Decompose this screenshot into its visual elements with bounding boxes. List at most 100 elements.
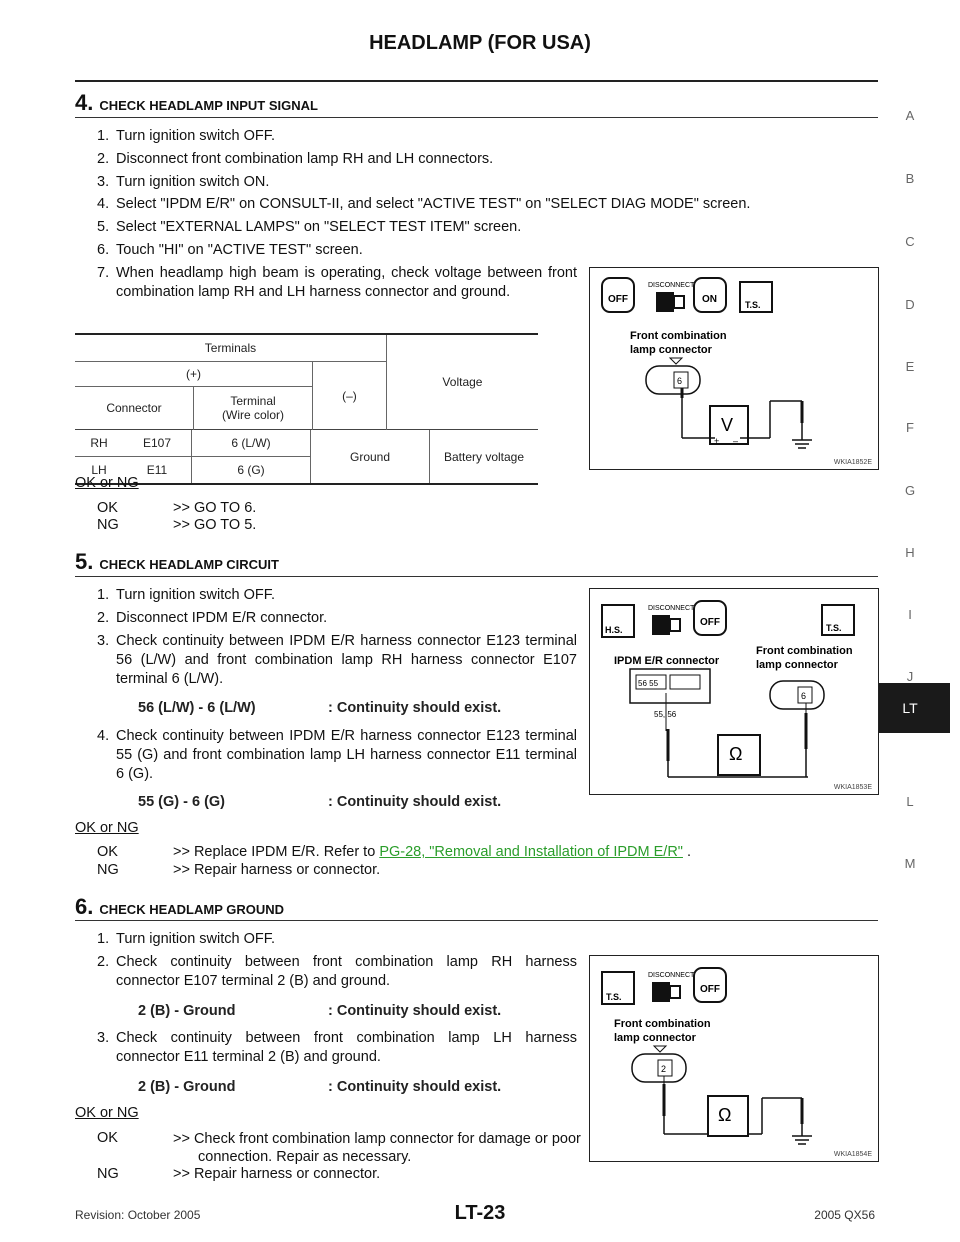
voltage-diagram: OFF DISCONNECT ON T.S. Front combination… [601, 277, 812, 449]
svg-text:DISCONNECT: DISCONNECT [648, 282, 695, 289]
ng-label: NG [97, 862, 119, 878]
ng-action: >> Repair harness or connector. [173, 1166, 381, 1182]
list-item: 1.Turn ignition switch OFF. [97, 587, 276, 603]
ok-label: OK [97, 1130, 118, 1146]
ng-action: >> Repair harness or connector. [173, 862, 381, 878]
ok-action: >> Check front combination lamp connecto… [173, 1131, 581, 1165]
ok-label: OK [97, 844, 118, 860]
index-letter[interactable]: D [905, 297, 915, 312]
list-item: 1.Turn ignition switch OFF. [97, 128, 276, 144]
table-cell: E11 [146, 463, 168, 477]
list-item: 3.Check continuity between front combina… [97, 1030, 577, 1065]
table-header: (–) [312, 361, 387, 430]
index-letter[interactable]: H [905, 545, 915, 560]
table-cell: 6 (G) [191, 456, 311, 484]
index-letter[interactable]: I [908, 607, 912, 622]
svg-text:OFF: OFF [700, 617, 720, 628]
svg-text:6: 6 [677, 376, 682, 386]
svg-text:Ω: Ω [729, 744, 742, 764]
index-letter[interactable]: M [904, 856, 916, 871]
voltage-check-figure: OFF DISCONNECT ON T.S. Front combination… [589, 267, 879, 470]
figure-id: WKIA1853E [833, 784, 872, 791]
table-cell: RH [90, 436, 108, 450]
list-item: 3.Check continuity between IPDM E/R harn… [97, 633, 577, 687]
ok-action-tail: . [682, 844, 692, 860]
list-item: 4.Check continuity between IPDM E/R harn… [97, 728, 577, 782]
step5-rule [75, 576, 878, 577]
index-letter[interactable]: G [904, 483, 916, 498]
svg-text:Front combination: Front combination [756, 645, 853, 657]
svg-text:lamp connector: lamp connector [756, 659, 839, 671]
page-number: LT-23 [454, 1202, 506, 1224]
ok-ng-label: OK or NG [75, 820, 139, 836]
revision-date: Revision: October 2005 [75, 1208, 201, 1222]
circuit-check-figure: H.S. DISCONNECT OFF T.S. IPDM E/R connec… [589, 588, 879, 795]
spec-right: : Continuity should exist. [328, 794, 502, 810]
index-letter[interactable]: B [905, 171, 915, 186]
ground-check-figure: T.S. DISCONNECT OFF Front combination la… [589, 955, 879, 1162]
svg-text:lamp connector: lamp connector [630, 344, 713, 356]
list-item: 4.Select "IPDM E/R" on CONSULT-II, and s… [97, 196, 751, 212]
svg-text:Front combination: Front combination [630, 330, 727, 342]
step6-heading: 6. CHECK HEADLAMP GROUND [75, 894, 284, 920]
index-letter[interactable]: F [906, 420, 914, 435]
header-rule [75, 80, 878, 82]
svg-text:ON: ON [702, 294, 717, 305]
table-cell: E107 [142, 436, 172, 450]
svg-text:T.S.: T.S. [745, 300, 761, 310]
step6-number: 6. [75, 894, 94, 919]
step4-number: 4. [75, 90, 94, 115]
spec-left: 55 (G) - 6 (G) [138, 794, 226, 810]
svg-text:55, 56: 55, 56 [654, 710, 677, 719]
voltage-table: Terminals Voltage (+) (–) Connector Term… [75, 333, 538, 485]
table-header: Connector [106, 401, 162, 415]
svg-text:Front combination: Front combination [614, 1018, 711, 1030]
spec-left: 2 (B) - Ground [138, 1079, 236, 1095]
list-item: 1.Turn ignition switch OFF. [97, 931, 276, 947]
removal-ipdm-link[interactable]: PG-28, "Removal and Installation of IPDM… [379, 844, 683, 860]
step6-title: CHECK HEADLAMP GROUND [99, 902, 285, 917]
svg-text:H.S.: H.S. [605, 625, 623, 635]
ng-label: NG [97, 517, 119, 533]
list-item: 3.Turn ignition switch ON. [97, 174, 270, 190]
index-tab-active[interactable]: LT [870, 683, 950, 733]
table-cell: Battery voltage [429, 430, 538, 484]
list-item: 7.When headlamp high beam is operating, … [97, 265, 577, 300]
figure-id: WKIA1852E [833, 459, 872, 466]
svg-text:–: – [733, 436, 738, 446]
page-title: HEADLAMP (FOR USA) [369, 32, 591, 54]
ok-action: >> Replace IPDM E/R. Refer to [173, 844, 376, 860]
spec-right: : Continuity should exist. [328, 1079, 502, 1095]
step4-rule [75, 117, 878, 118]
index-letter[interactable]: C [905, 234, 915, 249]
index-letter[interactable]: J [906, 669, 914, 684]
ok-ng-label: OK or NG [75, 475, 139, 491]
table-header: Voltage [385, 334, 538, 430]
spec-right: : Continuity should exist. [328, 1003, 502, 1019]
svg-text:DISCONNECT: DISCONNECT [648, 972, 695, 979]
svg-text:V: V [721, 415, 733, 435]
list-item: 2.Disconnect IPDM E/R connector. [97, 610, 328, 626]
ok-label: OK [97, 500, 118, 516]
svg-text:6: 6 [801, 691, 806, 701]
table-cell: 6 (L/W) [191, 430, 311, 457]
list-item: 5.Select "EXTERNAL LAMPS" on "SELECT TES… [97, 219, 522, 235]
svg-text:lamp connector: lamp connector [614, 1032, 697, 1044]
ok-action-row: >> Replace IPDM E/R. Refer to PG-28, "Re… [173, 844, 691, 860]
svg-text:OFF: OFF [700, 984, 720, 995]
svg-text:IPDM E/R connector: IPDM E/R connector [614, 655, 720, 667]
ok-ng-label: OK or NG [75, 1105, 139, 1121]
svg-text:2: 2 [661, 1064, 666, 1074]
table-cell: LH [91, 463, 107, 477]
svg-text:DISCONNECT: DISCONNECT [648, 605, 695, 612]
index-letter[interactable]: E [905, 359, 915, 374]
figure-id: WKIA1854E [833, 1151, 872, 1158]
index-letter[interactable]: L [906, 794, 914, 809]
ok-action: >> GO TO 6. [173, 500, 257, 516]
svg-text:Ω: Ω [718, 1105, 731, 1125]
table-header: Terminal (Wire color) [193, 386, 313, 430]
step5-number: 5. [75, 549, 94, 574]
index-letter[interactable]: A [905, 108, 915, 123]
svg-text:T.S.: T.S. [826, 623, 842, 633]
step4-title: CHECK HEADLAMP INPUT SIGNAL [99, 98, 318, 113]
